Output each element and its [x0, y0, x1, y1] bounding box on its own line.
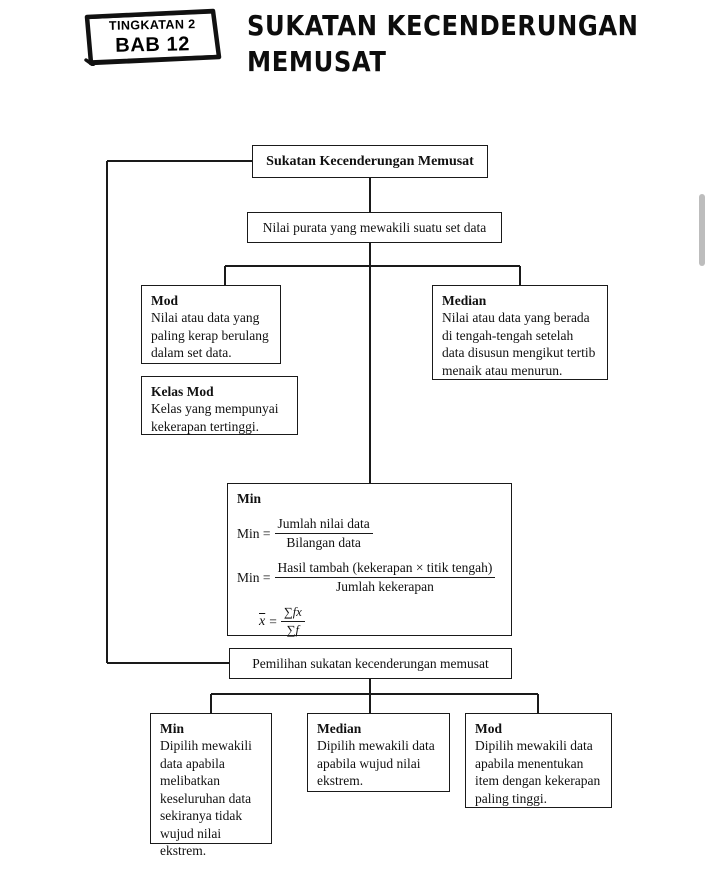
formula-xbar-fraction: ∑fx ∑f: [280, 605, 305, 638]
node-median-body: Nilai atau data yang berada di tengah-te…: [442, 310, 596, 378]
formula-xbar-equals: =: [269, 613, 277, 629]
node-pilih-median[interactable]: Median Dipilih mewakili data apabila wuj…: [307, 713, 450, 792]
formula-min-grouped-label: Min =: [237, 569, 271, 585]
node-pilih-min-heading: Min: [160, 721, 185, 736]
node-min-heading: Min: [237, 491, 262, 506]
node-median-heading: Median: [442, 293, 487, 308]
formula-min-basic-label: Min =: [237, 525, 271, 541]
node-mod-heading: Mod: [151, 293, 178, 308]
page-title-line-2: MEMUSAT: [247, 45, 387, 78]
node-pilih-mod-body: Dipilih mewakili data apabila menentukan…: [475, 738, 601, 806]
node-pemilihan[interactable]: Pemilihan sukatan kecenderungan memusat: [229, 648, 512, 679]
chapter-badge: TINGKATAN 2 BAB 12: [80, 8, 225, 66]
node-root[interactable]: Sukatan Kecenderungan Memusat: [252, 145, 488, 178]
node-mod-body: Nilai atau data yang paling kerap berula…: [151, 310, 269, 360]
formula-min-grouped-denominator: Jumlah kekerapan: [336, 579, 434, 594]
formula-min-basic: Min = Jumlah nilai data Bilangan data: [237, 516, 502, 551]
node-pilih-min-body: Dipilih mewakili data apabila melibatkan…: [160, 738, 252, 858]
node-pilih-median-heading: Median: [317, 721, 362, 736]
node-root-label: Sukatan Kecenderungan Memusat: [266, 154, 474, 169]
formula-xbar: x = ∑fx ∑f: [237, 605, 502, 638]
node-pemilihan-label: Pemilihan sukatan kecenderungan memusat: [252, 655, 489, 671]
formula-min-basic-numerator: Jumlah nilai data: [274, 516, 373, 534]
node-pilih-mod-heading: Mod: [475, 721, 502, 736]
formula-min-grouped: Min = Hasil tambah (kekerapan × titik te…: [237, 560, 502, 595]
formula-xbar-denominator: ∑f: [286, 623, 299, 637]
formula-min-grouped-numerator: Hasil tambah (kekerapan × titik tengah): [274, 560, 496, 578]
formula-min-grouped-fraction: Hasil tambah (kekerapan × titik tengah) …: [274, 560, 496, 595]
node-pilih-mod[interactable]: Mod Dipilih mewakili data apabila menent…: [465, 713, 612, 808]
node-kelas-mod[interactable]: Kelas Mod Kelas yang mempunyai kekerapan…: [141, 376, 298, 435]
chapter-badge-outline: [84, 8, 222, 66]
node-subtitle[interactable]: Nilai purata yang mewakili suatu set dat…: [247, 212, 502, 243]
formula-xbar-symbol: x: [259, 614, 269, 630]
page-title: SUKATAN KECENDERUNGAN MEMUSAT: [247, 9, 702, 77]
node-kelas-mod-body: Kelas yang mempunyai kekerapan tertinggi…: [151, 401, 279, 434]
formula-xbar-numerator: ∑fx: [280, 605, 305, 622]
page-header: TINGKATAN 2 BAB 12 SUKATAN KECENDERUNGAN…: [0, 0, 720, 95]
node-subtitle-label: Nilai purata yang mewakili suatu set dat…: [262, 219, 487, 235]
node-pilih-median-body: Dipilih mewakili data apabila wujud nila…: [317, 738, 435, 788]
scrollbar-thumb[interactable]: [699, 194, 705, 266]
formula-min-basic-fraction: Jumlah nilai data Bilangan data: [274, 516, 373, 551]
page-title-line-1: SUKATAN KECENDERUNGAN: [247, 9, 639, 42]
node-median[interactable]: Median Nilai atau data yang berada di te…: [432, 285, 608, 380]
node-min-formulas[interactable]: Min Min = Jumlah nilai data Bilangan dat…: [227, 483, 512, 638]
formula-xbar-variable: x: [259, 613, 266, 629]
node-kelas-mod-heading: Kelas Mod: [151, 384, 214, 399]
node-pilih-min[interactable]: Min Dipilih mewakili data apabila meliba…: [150, 713, 272, 858]
node-mod[interactable]: Mod Nilai atau data yang paling kerap be…: [141, 285, 281, 364]
formula-min-basic-denominator: Bilangan data: [286, 535, 361, 550]
